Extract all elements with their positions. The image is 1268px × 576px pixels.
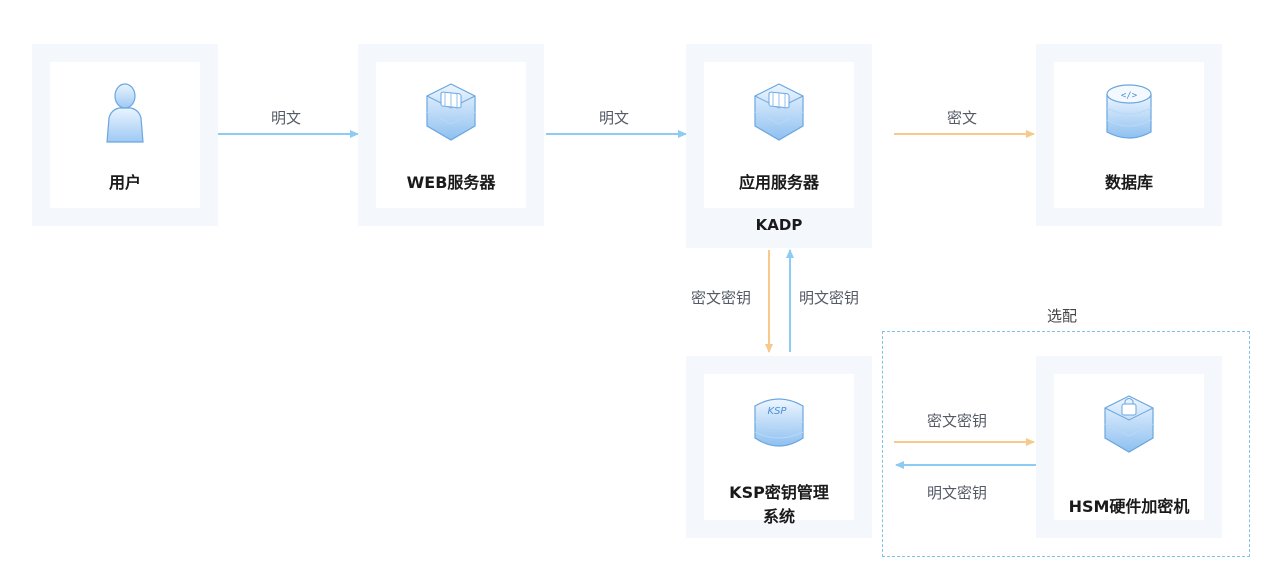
- node-database: </> 数据库: [1036, 44, 1222, 226]
- node-app-server: 应用服务器 KADP: [686, 44, 872, 248]
- edge-label-app-ksp: 密文密钥: [691, 289, 752, 307]
- lock-box-icon: [1104, 395, 1154, 453]
- node-database-label: 数据库: [1104, 173, 1153, 192]
- node-ksp: KSP KSP密钥管理 系统: [686, 356, 872, 538]
- ksp-badge-text: KSP: [768, 406, 788, 417]
- node-hsm: HSM硬件加密机: [1036, 356, 1222, 538]
- node-app-server-sublabel: KADP: [755, 216, 803, 234]
- server-icon: [754, 83, 804, 141]
- edge-label-web-app: 明文: [599, 109, 630, 127]
- node-web-server: WEB服务器: [358, 44, 544, 226]
- edge-label-app-db: 密文: [947, 109, 978, 127]
- node-hsm-label: HSM硬件加密机: [1068, 497, 1190, 516]
- user-icon: [106, 83, 144, 143]
- node-web-server-label: WEB服务器: [406, 173, 496, 192]
- node-ksp-label-line1: KSP密钥管理: [729, 483, 829, 502]
- optional-group-label: 选配: [1047, 307, 1078, 325]
- node-user-label: 用户: [108, 173, 141, 192]
- shield-icon: KSP: [754, 398, 804, 447]
- server-icon: [426, 83, 476, 141]
- node-ksp-label-line2: 系统: [762, 507, 795, 526]
- edge-label-hsm-ksp: 明文密钥: [927, 484, 988, 502]
- edge-label-ksp-app: 明文密钥: [799, 289, 860, 307]
- edge-label-ksp-hsm: 密文密钥: [927, 412, 988, 430]
- node-user: 用户: [32, 44, 218, 226]
- svg-text:</>: </>: [1121, 91, 1138, 101]
- edge-label-user-web: 明文: [271, 109, 302, 127]
- optional-group-box: [882, 331, 1250, 557]
- database-icon: </>: [1106, 84, 1152, 139]
- node-app-server-label: 应用服务器: [738, 173, 819, 192]
